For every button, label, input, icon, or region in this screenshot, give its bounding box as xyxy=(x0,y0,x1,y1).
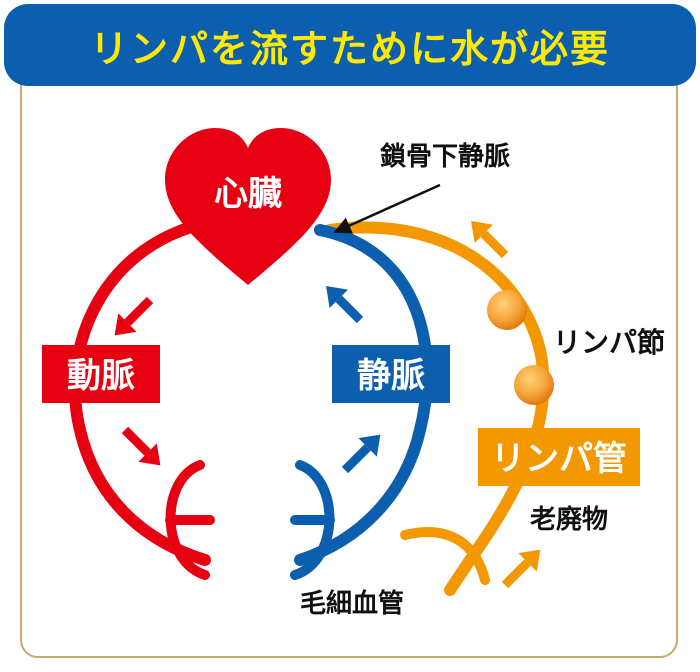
lymph-vessel-label: リンパ管 xyxy=(491,439,627,479)
vein-label-box xyxy=(332,345,450,403)
lymph-node-2 xyxy=(514,365,554,405)
vein-flow-arrow-2 xyxy=(341,434,381,474)
artery-label-box xyxy=(42,345,160,403)
page-title: リンパを流すために水が必要 xyxy=(89,26,610,71)
vein-line xyxy=(294,224,433,566)
lymph-flow-arrow-1 xyxy=(471,221,509,259)
waste-label: 老廃物 xyxy=(530,504,608,535)
lymph-capillary-branch xyxy=(400,527,490,585)
heart-shape xyxy=(165,128,331,285)
lymph-node-1 xyxy=(487,290,527,330)
lymph-node-label: リンパ節 xyxy=(553,326,665,359)
lymph-flow-arrow-2 xyxy=(501,549,541,589)
heart-label: 心臓 xyxy=(214,174,282,214)
subclavian-vein-label: 鎖骨下静脈 xyxy=(380,141,510,172)
lymph-vessel-label-box xyxy=(478,428,640,486)
lymph-vessel-line xyxy=(324,221,550,596)
artery-line xyxy=(69,214,226,566)
title-banner: リンパを流すために水が必要 xyxy=(4,4,696,86)
capillary-label: 毛細血管 xyxy=(300,589,404,619)
artery-label: 動脈 xyxy=(67,356,135,396)
vein-label: 静脈 xyxy=(357,356,425,396)
subclavian-pointer-arrow xyxy=(333,183,441,234)
vein-flow-arrow-1 xyxy=(326,286,364,324)
artery-flow-arrow-2 xyxy=(121,426,161,466)
artery-flow-arrow-1 xyxy=(114,296,154,336)
